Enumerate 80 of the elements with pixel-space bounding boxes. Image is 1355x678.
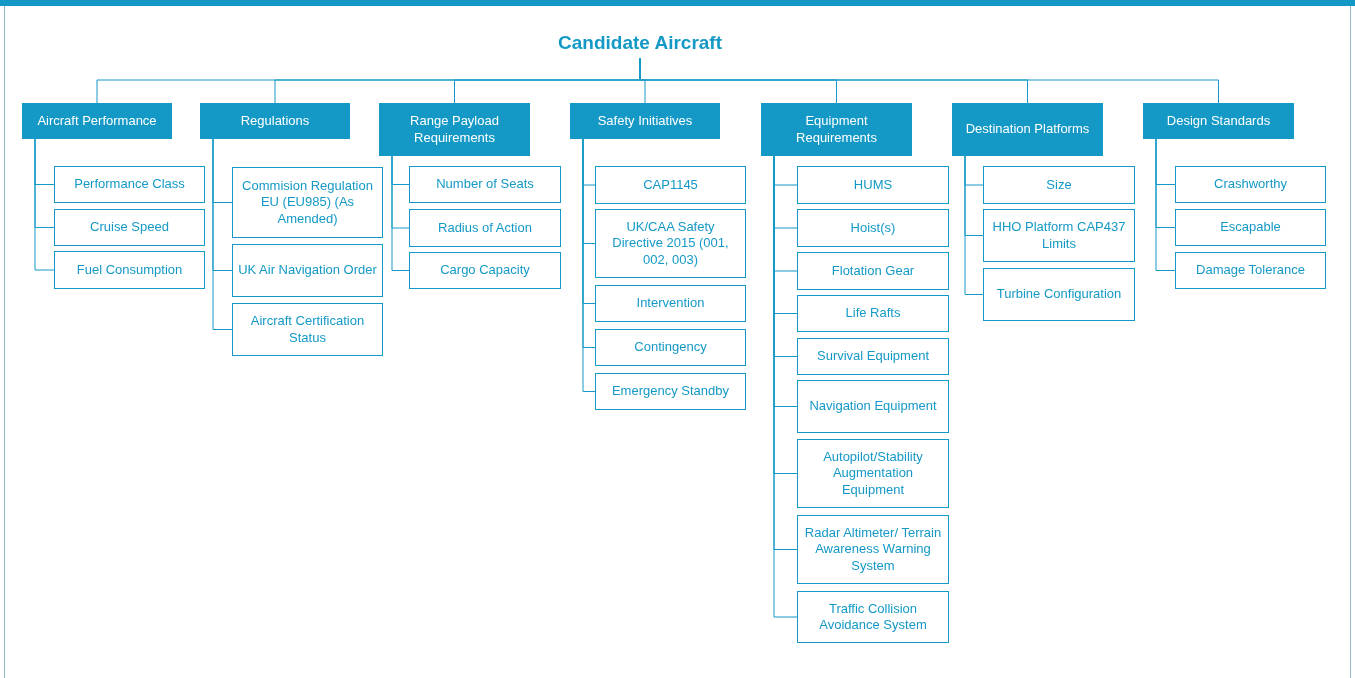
connector-line [391,155,410,271]
item-box [595,373,746,410]
node-label: Flotation Gear [831,262,915,280]
item-box [797,591,949,643]
item-box [983,166,1135,204]
category-box [1143,103,1294,139]
node-label: Size [1046,176,1072,194]
item-box [797,380,949,433]
node-label: HHO Platform CAP437 Limits [991,219,1127,252]
node-label: UK Air Navigation Order [238,262,377,279]
node-label: Radar Altimeter/ Terrain Awareness Warning System [803,524,943,575]
connector-line [964,155,984,295]
category-box [200,103,350,139]
node-label: Safety Initiatives [597,112,693,130]
node-label: Contingency [634,339,707,356]
node-label: Autopilot/Stability Augmentation Equipment [822,448,924,499]
node-label: CAP1145 [643,176,698,194]
item-box [1175,166,1326,203]
node-label: UK/CAA Safety Directive 2015 (001, 002, 003) [611,218,730,269]
node-label: Hoist(s) [850,219,896,237]
node-label: Equipment Requirements [795,113,878,146]
node-label: Fuel Consumption [76,261,183,279]
item-box [797,295,949,332]
node-label: Turbine Configuration [996,286,1122,303]
node-label: Design Standards [1166,112,1271,130]
item-box [54,166,205,203]
item-box [595,285,746,322]
node-label: Emergency Standby [611,383,730,400]
item-box [595,329,746,366]
item-box [232,303,383,356]
category-box [952,103,1103,156]
node-label: Aircraft Certification Status [249,313,366,346]
node-label: Damage Tolerance [1196,262,1305,279]
item-box [797,439,949,508]
node-label: Number of Seats [436,176,534,193]
item-box [1175,209,1326,246]
item-box [409,252,561,289]
item-box [983,268,1135,321]
item-box [595,166,746,204]
item-box [409,166,561,203]
node-label: Escapable [1220,219,1281,236]
node-label: Cruise Speed [90,219,169,236]
node-label: Life Rafts [845,305,901,322]
item-box [232,167,383,238]
node-label: Intervention [636,295,705,312]
item-box [595,209,746,278]
node-label: Survival Equipment [817,348,929,365]
connector-line [639,57,1219,104]
item-box [797,252,949,290]
node-label: Aircraft Performance [37,112,157,130]
item-box [797,338,949,375]
node-label: Regulations [240,112,310,130]
item-box [983,209,1135,262]
connector-line [212,138,233,330]
item-box [54,209,205,246]
connector-line [34,138,55,271]
item-box [232,244,383,297]
node-label: Destination Platforms [965,121,1090,138]
node-label: Performance Class [74,176,185,193]
node-label: Commision Regulation EU (EU985) (As Amended) [241,177,374,228]
node-label: Navigation Equipment [809,398,937,415]
category-box [22,103,172,139]
item-box [1175,252,1326,289]
connector-line [582,138,596,392]
node-label: Crashworthy [1214,176,1287,193]
category-box [761,103,912,156]
node-label: Radius of Action [438,219,532,237]
connector-line [1155,138,1176,271]
item-box [797,209,949,247]
item-box [797,166,949,204]
category-box [570,103,720,139]
node-label: Range Payload Requirements [409,113,500,146]
node-label: Candidate Aircraft [558,34,722,52]
node-label: Traffic Collision Avoidance System [818,600,928,634]
category-box [379,103,530,156]
item-box [797,515,949,584]
node-label: HUMS [853,176,893,194]
node-label: Cargo Capacity [440,262,530,279]
item-box [54,251,205,289]
item-box [409,209,561,247]
